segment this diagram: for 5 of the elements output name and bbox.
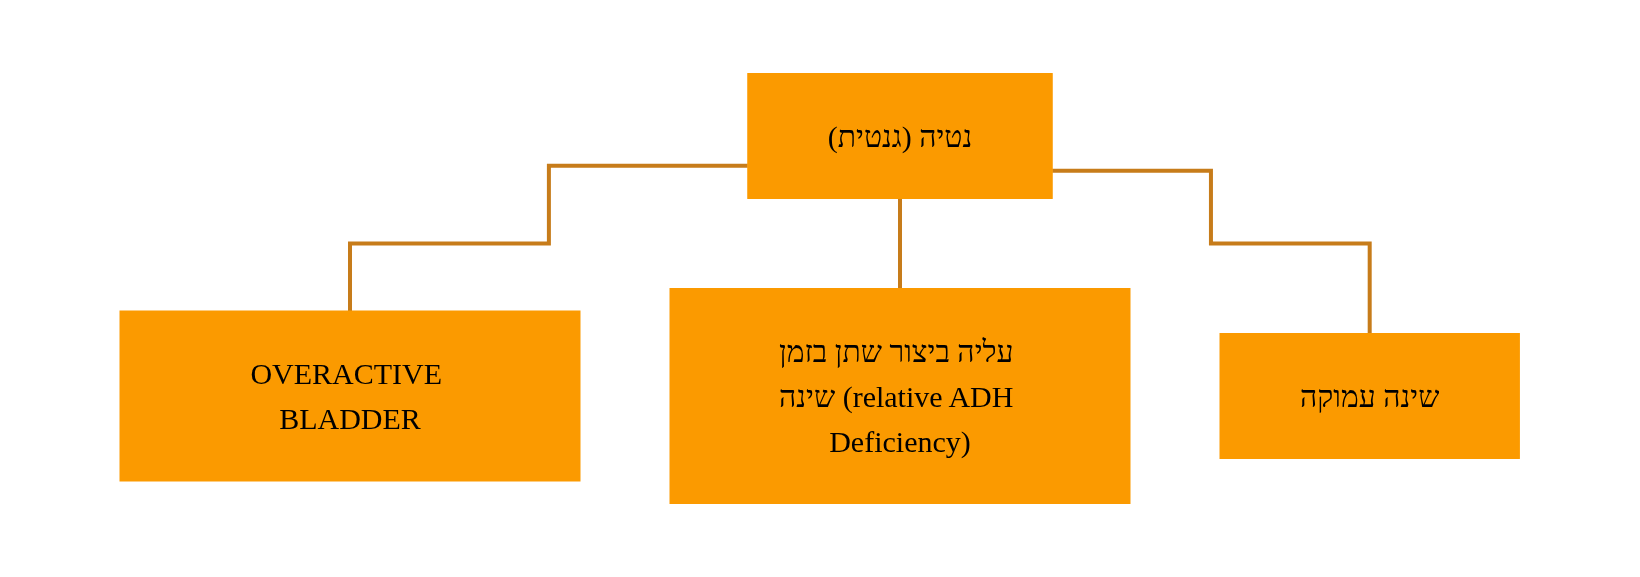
node-box: שינה עמוקה: [1219, 333, 1521, 459]
node-box: עליה ביצור שתן בזמן שינה (relative ADH Deficiency): [669, 288, 1131, 504]
connector: [348, 163, 749, 313]
node-box: נטיה (גנטית): [747, 73, 1053, 199]
node-box: OVERACTIVE BLADDER: [119, 310, 581, 482]
